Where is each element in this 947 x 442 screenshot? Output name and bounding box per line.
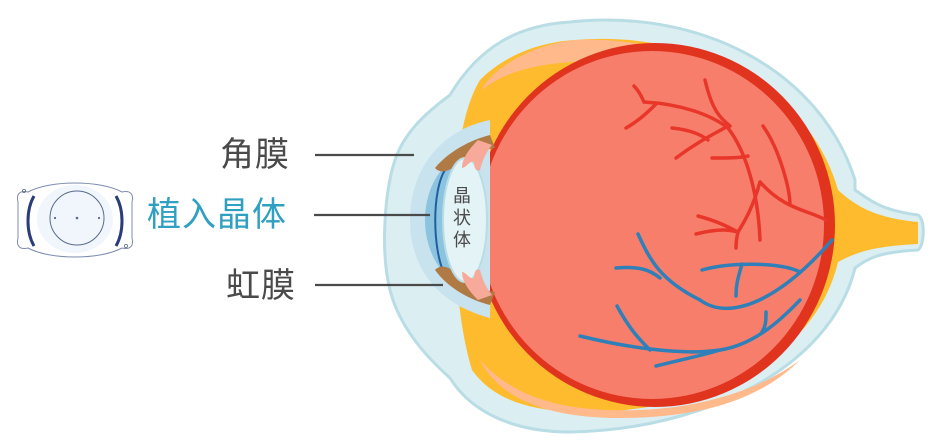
cornea-label: 角膜: [220, 135, 290, 175]
icl-lens-icon: [17, 182, 133, 258]
natural-lens-char-2: 状: [453, 208, 471, 229]
veins: [578, 232, 834, 368]
iris-label: 虹膜: [226, 266, 296, 306]
natural-lens-label: 晶 状 体: [449, 186, 475, 252]
arteries: [624, 78, 828, 250]
leader-lines: [314, 153, 443, 287]
natural-lens-char-3: 体: [453, 230, 471, 251]
implant-lens-label: 植入晶体: [147, 195, 287, 235]
retina: [475, 43, 835, 407]
natural-lens-char-1: 晶: [453, 186, 471, 207]
ciliary-body: [462, 140, 492, 300]
